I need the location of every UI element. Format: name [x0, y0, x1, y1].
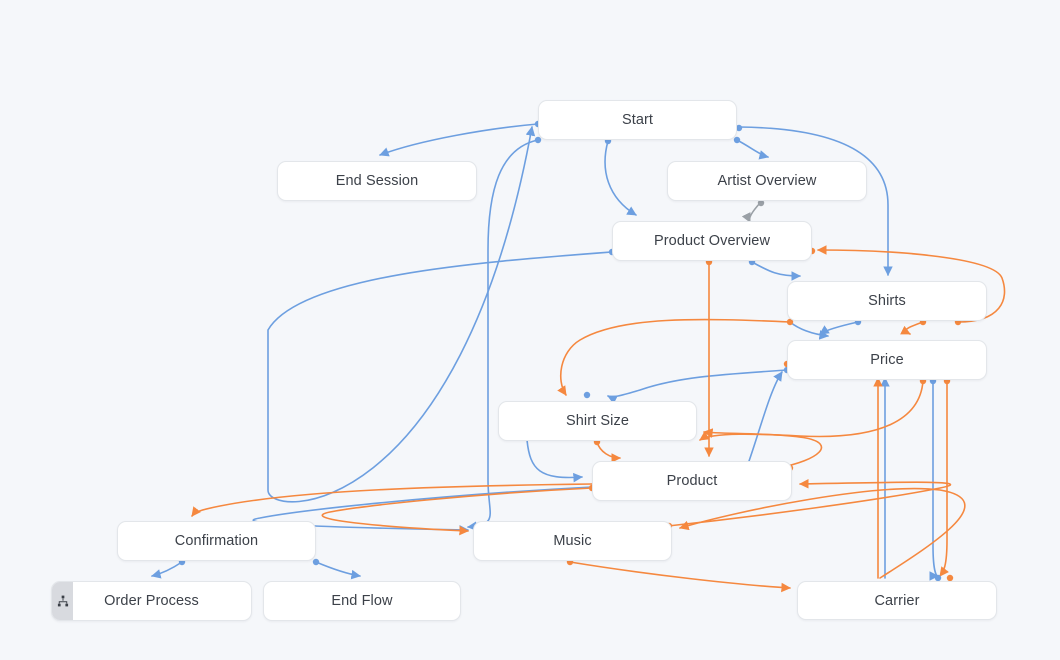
node-confirmation[interactable]: Confirmation	[117, 521, 316, 561]
node-shirt-size[interactable]: Shirt Size	[498, 401, 697, 441]
edge-shirts-price-curve	[819, 321, 859, 335]
edge-start-artist-overview	[736, 139, 769, 160]
node-product-overview[interactable]: Product Overview	[612, 221, 812, 261]
node-shirts[interactable]: Shirts	[787, 281, 987, 321]
edge-artist-overview-product-overview	[741, 202, 761, 223]
node-price[interactable]: Price	[787, 340, 987, 380]
edge-price-carrier-orange	[939, 380, 950, 577]
node-music[interactable]: Music	[473, 521, 672, 561]
edge-start-music	[467, 139, 539, 531]
node-end-session[interactable]: End Session	[277, 161, 477, 201]
node-order-process[interactable]: Order Process	[51, 581, 252, 621]
edge-shirts-shirt-size	[557, 318, 791, 396]
node-label-carrier: Carrier	[874, 592, 920, 609]
node-label-product: Product	[666, 473, 718, 489]
edge-shirt-size-product-orange	[596, 441, 621, 463]
edge-shirts-price-orange	[900, 321, 924, 335]
edge-start-product-overview	[604, 140, 637, 216]
edge-price-product	[699, 380, 924, 441]
edge-price-carrier	[929, 380, 939, 581]
edge-product-price	[747, 371, 783, 465]
edge-music-carrier	[569, 561, 791, 593]
node-label-artist-overview: Artist Overview	[717, 173, 817, 189]
node-product[interactable]: Product	[592, 461, 792, 501]
node-label-price: Price	[870, 352, 904, 368]
node-label-music: Music	[553, 533, 592, 549]
node-carrier[interactable]: Carrier	[797, 581, 997, 620]
node-artist-overview[interactable]: Artist Overview	[667, 161, 867, 201]
edge-confirmation-order-process	[151, 561, 183, 579]
node-start[interactable]: Start	[538, 100, 737, 140]
node-label-order-process: Order Process	[104, 593, 199, 609]
node-label-confirmation: Confirmation	[174, 533, 259, 549]
node-label-end-flow: End Flow	[331, 593, 393, 609]
edge-group-gray	[741, 202, 761, 223]
edge-product-overview-shirts	[751, 261, 801, 281]
edge-price-shirt-size	[607, 369, 788, 405]
node-label-shirt-size: Shirt Size	[565, 413, 630, 429]
node-label-end-session: End Session	[335, 173, 419, 189]
edge-carrier-music	[679, 487, 966, 579]
edge-confirmation-end-flow	[315, 561, 361, 580]
edge-shirts-price-left	[789, 321, 829, 340]
edge-product-confirmation	[191, 483, 593, 517]
edge-start-end-session	[379, 123, 539, 157]
edge-shirt-size-product	[526, 439, 583, 483]
node-label-shirts: Shirts	[868, 293, 906, 309]
node-label-start: Start	[621, 112, 654, 128]
node-end-flow[interactable]: End Flow	[263, 581, 461, 621]
node-label-product-overview: Product Overview	[653, 233, 771, 249]
hierarchy-icon	[52, 582, 73, 620]
